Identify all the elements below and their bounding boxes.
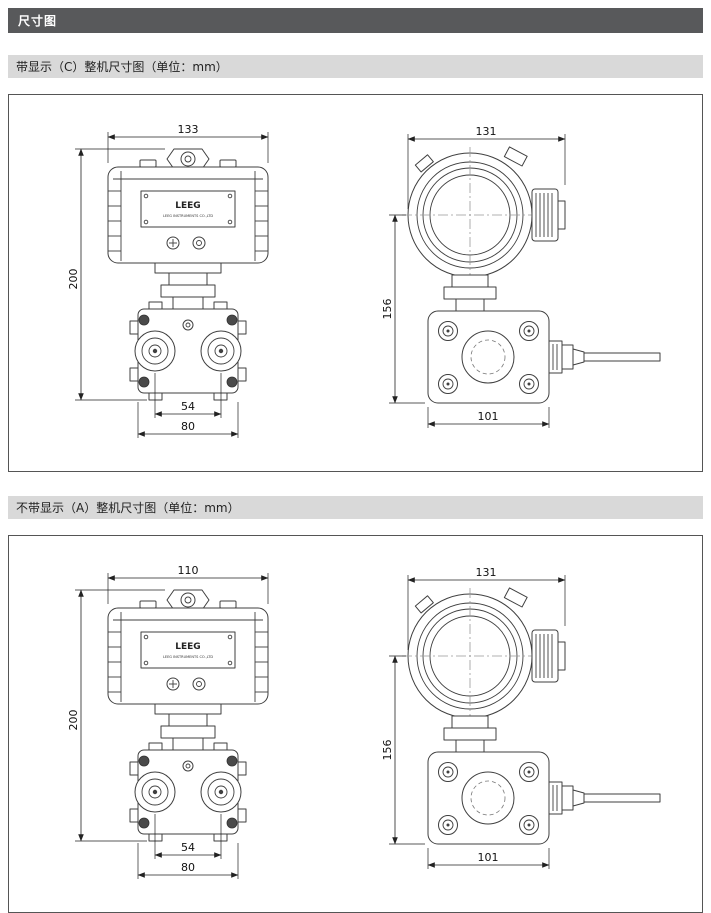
- dim-label-front-span-outer: 80: [181, 420, 195, 433]
- section-heading-without-display: 不带显示（A）整机尺寸图（单位：mm）: [8, 496, 703, 519]
- side-device: [401, 146, 661, 404]
- dim-label-side-height: 156: [381, 740, 394, 761]
- dim-side-span: 101: [427, 848, 550, 869]
- dim-front-span-inner: 54: [154, 372, 222, 418]
- dim-label-front-span-inner: 54: [181, 841, 195, 854]
- section-with-display: 带显示（C）整机尺寸图（单位：mm） 133 200: [8, 55, 703, 472]
- dim-side-height: 156: [381, 214, 425, 404]
- dim-label-front-span-inner: 54: [181, 400, 195, 413]
- dim-front-height: 200: [67, 148, 166, 400]
- dim-front-span-outer: 80: [137, 842, 239, 879]
- front-device: [107, 148, 269, 400]
- dim-label-side-height: 156: [381, 299, 394, 320]
- dim-label-front-height: 200: [67, 709, 80, 730]
- page-title: 尺寸图: [8, 8, 703, 33]
- dim-label-front-height: 200: [67, 268, 80, 289]
- dim-front-span-inner: 54: [154, 813, 222, 859]
- front-device: [107, 589, 269, 841]
- dim-front-width: 110: [107, 564, 269, 604]
- front-view-with-display: 133 200 54 80: [67, 123, 269, 438]
- side-view-without-display: 131 156 101: [381, 566, 661, 869]
- dim-front-height: 200: [67, 589, 166, 841]
- drawing-box-with-display: 133 200 54 80: [8, 94, 703, 472]
- dim-side-height: 156: [381, 655, 425, 845]
- front-view-without-display: 110 200 54 80: [67, 564, 269, 879]
- dim-label-front-span-outer: 80: [181, 861, 195, 874]
- side-device: [401, 587, 661, 845]
- dim-front-width: 133: [107, 123, 269, 163]
- dim-label-side-span: 101: [477, 410, 498, 423]
- dim-label-side-span: 101: [477, 851, 498, 864]
- section-without-display: 不带显示（A）整机尺寸图（单位：mm） 110 200: [8, 496, 703, 913]
- side-view-with-display: 131 156 101: [381, 125, 661, 428]
- dim-side-width: 131: [407, 125, 566, 209]
- dim-label-side-width: 131: [475, 125, 496, 138]
- dim-label-front-width: 110: [178, 564, 199, 577]
- section-heading-with-display: 带显示（C）整机尺寸图（单位：mm）: [8, 55, 703, 78]
- dim-front-span-outer: 80: [137, 401, 239, 438]
- dim-label-front-width: 133: [178, 123, 199, 136]
- drawing-box-without-display: 110 200 54 80: [8, 535, 703, 913]
- dim-side-width: 131: [407, 566, 566, 650]
- dim-side-span: 101: [427, 407, 550, 428]
- dim-label-side-width: 131: [475, 566, 496, 579]
